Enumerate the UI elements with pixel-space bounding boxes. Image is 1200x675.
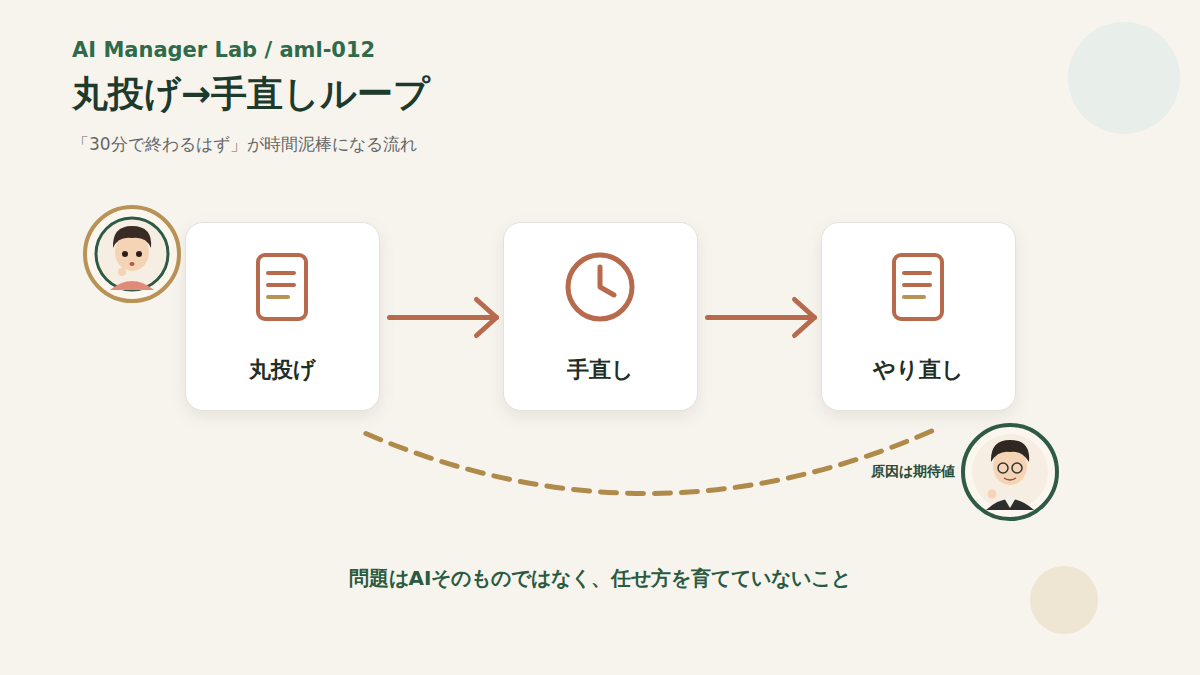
icon (880, 249, 956, 325)
node-text: やり直し (822, 355, 1015, 385)
node-text: 手直し (504, 355, 697, 385)
connector (360, 431, 932, 494)
icon (244, 249, 320, 325)
connector (708, 300, 815, 336)
avatar (963, 425, 1057, 519)
process-box: やり直し (821, 222, 1016, 411)
note-label: 原因は期待値 (871, 463, 955, 481)
process-box: 丸投げ (185, 222, 380, 411)
process-box: 手直し (503, 222, 698, 411)
avatar (85, 207, 179, 301)
caption: 問題はAIそのものではなく、任せ方を育てていないこと (0, 565, 1200, 592)
connector (390, 300, 497, 336)
series-label: AI Manager Lab / aml-012 (72, 38, 375, 62)
subtitle: 「30分で終わるはず」が時間泥棒になる流れ (72, 133, 417, 156)
title: 丸投げ→手直しループ (72, 70, 430, 119)
icon (562, 249, 638, 325)
node-text: 丸投げ (186, 355, 379, 385)
deco-circle (1030, 566, 1098, 634)
deco-circle (1068, 22, 1180, 134)
